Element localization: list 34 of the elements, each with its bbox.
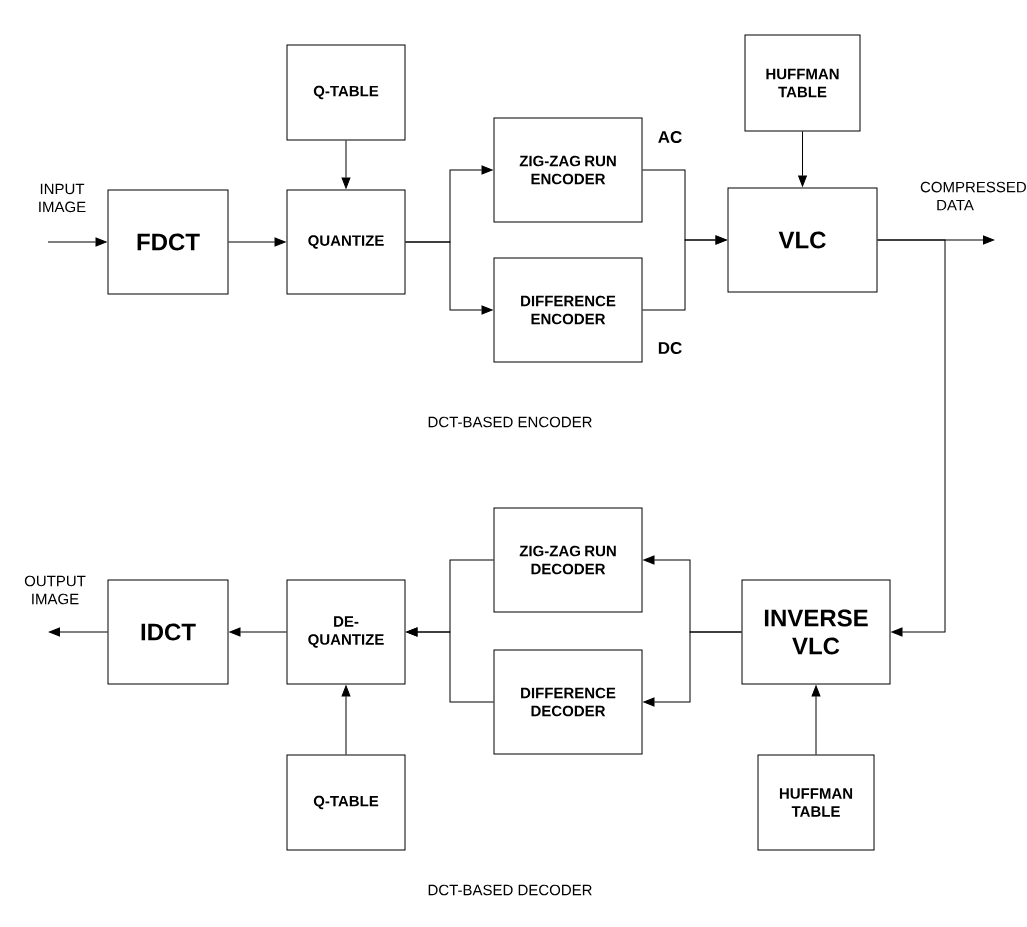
arrow [228, 237, 286, 247]
arrow [229, 627, 287, 637]
arrow [405, 241, 493, 315]
table-box: HUFFMAN TABLE [757, 754, 875, 851]
process-box: QUANTIZE [286, 189, 406, 295]
process-box: ZIG-ZAG RUN ENCODER [493, 117, 643, 223]
arrow [798, 131, 807, 187]
section-label: DCT-BASED DECODER [428, 884, 592, 896]
process-box: VLC [727, 187, 878, 293]
arrow [341, 685, 351, 755]
signal-label: DC [658, 342, 682, 355]
process-box: INVERSE VLC [741, 579, 891, 685]
process-box: IDCT [107, 579, 229, 685]
process-box: DIFFERENCE DECODER [493, 649, 643, 755]
edge-label: OUTPUT IMAGE [24, 575, 86, 605]
table-box: Q-TABLE [286, 754, 406, 851]
process-box: DIFFERENCE ENCODER [493, 257, 643, 363]
arrow [643, 631, 742, 707]
arrow [341, 140, 351, 189]
arrow [877, 239, 946, 637]
process-box: FDCT [107, 189, 229, 295]
arrow [811, 685, 821, 755]
arrow [47, 237, 107, 247]
signal-label: AC [658, 131, 682, 144]
edge-label: INPUT IMAGE [39, 183, 86, 213]
process-box: DE-QUANTIZE [286, 579, 406, 685]
table-box: Q-TABLE [286, 44, 406, 141]
table-box: HUFFMAN TABLE [744, 34, 861, 132]
section-label: DCT-BASED ENCODER [428, 416, 592, 428]
edge-label: COMPRESSED DATA [920, 181, 1026, 211]
process-box: ZIG-ZAG RUN DECODER [493, 507, 643, 613]
arrow [48, 627, 108, 637]
arrow [642, 235, 727, 311]
arrow [406, 627, 494, 703]
